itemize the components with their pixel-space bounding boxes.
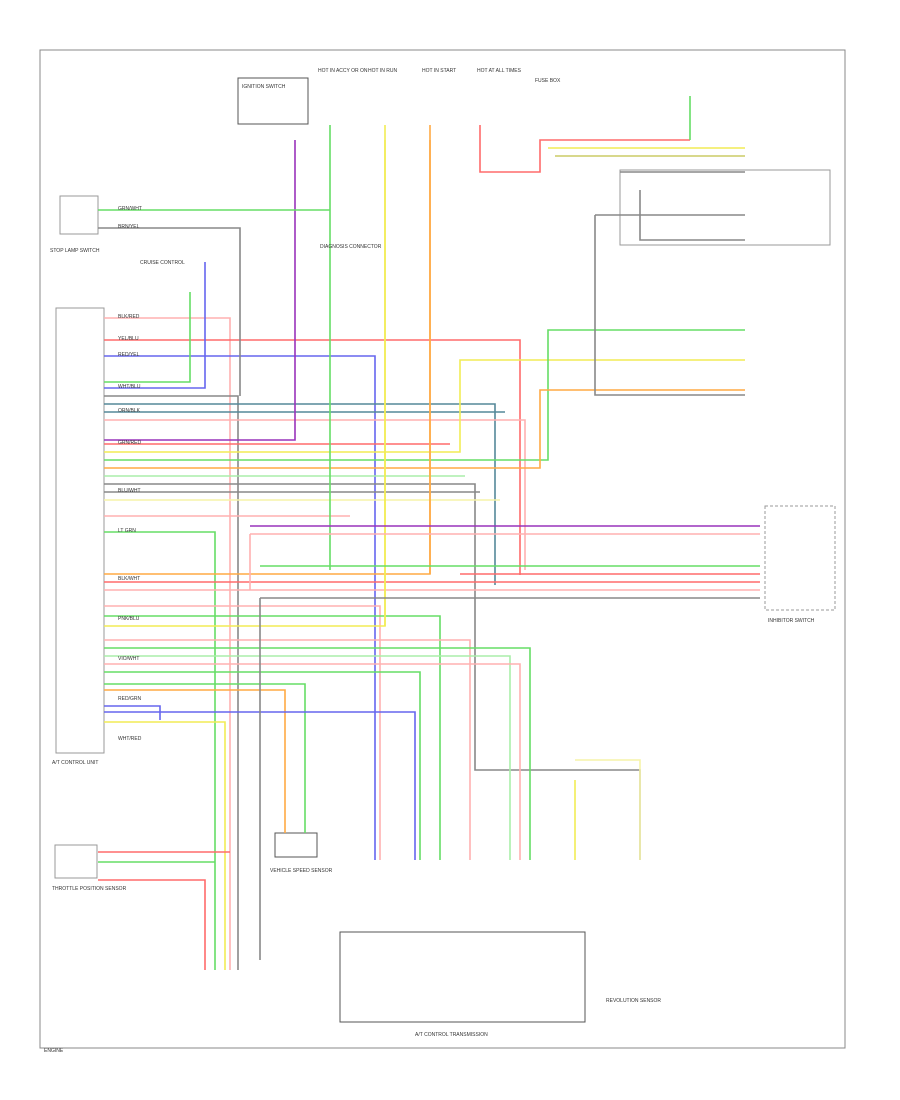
wire-label: GRN/RED [118, 440, 141, 446]
wire-label: WHT/BLU [118, 384, 141, 390]
wire-pink [249, 533, 760, 590]
label-inhibitor-switch: INHIBITOR SWITCH [768, 618, 815, 624]
wire-label: ORN/BLK [118, 408, 141, 414]
wire-gray [259, 597, 760, 960]
label-hot-in-run: HOT IN RUN [368, 68, 397, 74]
wire-green [104, 329, 745, 461]
wire-pink [104, 605, 381, 860]
wire-label: YEL/BLU [118, 336, 139, 342]
at-control-transmission-box [339, 931, 586, 1023]
wire-green [104, 683, 306, 833]
wire-green [104, 615, 441, 860]
diagram-frame [39, 49, 846, 1049]
wire-green [104, 671, 421, 860]
wire-light-yellow [575, 759, 641, 860]
wire-gray [98, 227, 241, 396]
label-at-control-unit: A/T CONTROL UNIT [52, 760, 98, 766]
label-stop-lamp-switch: STOP LAMP SWITCH [50, 248, 100, 254]
stop-lamp-switch-box [59, 195, 99, 235]
wire-label: LT GRN [118, 528, 136, 534]
wire-blue [104, 711, 416, 860]
wire-red [479, 125, 690, 173]
inhibitor-switch-box [764, 505, 836, 611]
label-hot-at-all-times: HOT AT ALL TIMES [477, 68, 522, 74]
wire-gray [594, 215, 745, 396]
wire-label: BLU/WHT [118, 488, 141, 494]
wire-red [98, 879, 206, 970]
wire-blue [104, 262, 206, 389]
wire-yellow [104, 140, 386, 627]
fuse-box [619, 169, 831, 246]
label-cruise-control: CRUISE CONTROL [140, 260, 185, 266]
throttle-position-sensor-box [54, 844, 98, 879]
ignition-switch-box [237, 77, 309, 125]
wire-label: RED/YEL [118, 352, 140, 358]
wire-blue [104, 705, 161, 720]
wire-label: GRN/WHT [118, 206, 142, 212]
wire-orange [104, 140, 431, 575]
wire-teal [104, 403, 496, 585]
label-fuse-box: FUSE BOX [535, 78, 561, 84]
wire-green [104, 531, 216, 970]
wire-label: WHT/RED [118, 736, 142, 742]
wire-label: BRN/YEL [118, 224, 140, 230]
wire-orange [104, 689, 286, 833]
label-ignition-switch: IGNITION SWITCH [242, 84, 286, 90]
wire-orange [104, 389, 745, 469]
wire-pink [104, 317, 231, 970]
wire-red [104, 339, 521, 575]
wire-yellow [104, 721, 226, 970]
wire-gray [639, 190, 745, 241]
wire-purple [104, 140, 296, 441]
at-control-unit-box [55, 307, 105, 754]
wire-label: BLK/RED [118, 314, 140, 320]
wire-label: RED/GRN [118, 696, 141, 702]
wire-label-layer: GRN/WHT BRN/YEL BLK/RED YEL/BLU RED/YEL … [118, 206, 142, 742]
label-vehicle-speed-sensor: VEHICLE SPEED SENSOR [270, 868, 333, 874]
wire-yellow [104, 359, 745, 453]
label-diagnosis-connector: DIAGNOSIS CONNECTOR [320, 244, 382, 250]
wire-blue [104, 355, 376, 860]
wire-layer [98, 96, 760, 970]
label-hot-in-start: HOT IN START [422, 68, 456, 74]
wire-green [104, 292, 191, 383]
wire-pink [104, 663, 521, 860]
wire-light-green [104, 655, 511, 860]
label-revolution-sensor: REVOLUTION SENSOR [606, 998, 661, 1004]
wire-green [104, 647, 531, 860]
label-at-control-transmission: A/T CONTROL TRANSMISSION [415, 1032, 488, 1038]
vehicle-speed-sensor-box [274, 832, 318, 858]
label-footer: ENGINE [44, 1048, 64, 1054]
wire-pink [104, 419, 526, 570]
label-hot-in-accy: HOT IN ACCY OR ON [318, 68, 368, 74]
label-throttle-position-sensor: THROTTLE POSITION SENSOR [52, 886, 127, 892]
wire-label: PNK/BLU [118, 616, 140, 622]
wire-gray [104, 395, 239, 970]
wire-pink [104, 639, 471, 860]
wire-label: VIO/WHT [118, 656, 139, 662]
wire-label: BLK/WHT [118, 576, 140, 582]
